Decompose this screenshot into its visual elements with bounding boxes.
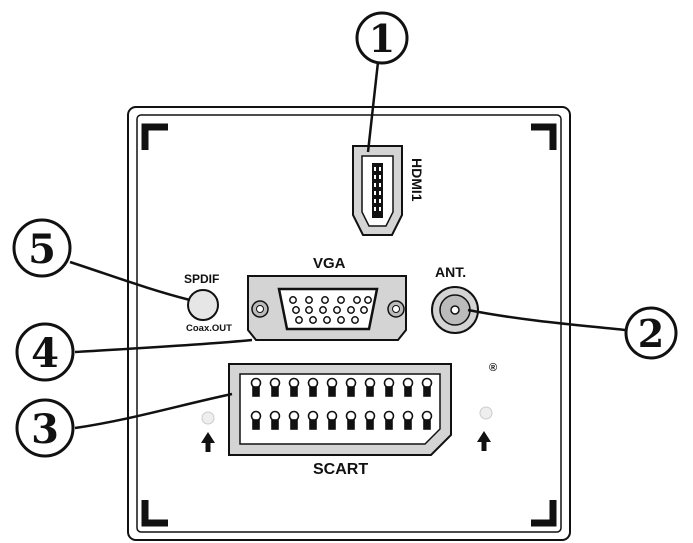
scart-pin (307, 377, 319, 397)
spdif-port (187, 289, 219, 321)
scart-pin (288, 410, 300, 430)
scart-pin (364, 377, 376, 397)
right-indicator-dot (479, 406, 493, 420)
scart-pin (288, 377, 300, 397)
ant-label: ANT. (435, 264, 466, 280)
antenna-port (431, 286, 479, 334)
scart-pin (250, 377, 262, 397)
scart-pin (345, 377, 357, 397)
scart-pin (421, 410, 433, 430)
spdif-label: SPDIF (184, 272, 219, 286)
scart-pin (383, 410, 395, 430)
scart-pin (326, 377, 338, 397)
hdmi-label: HDMI1 (409, 158, 425, 202)
scart-pin (364, 410, 376, 430)
coax-out-label: Coax.OUT (186, 323, 232, 334)
scart-pins (250, 377, 433, 430)
callout-2: 2 (624, 306, 678, 360)
callout-3: 3 (15, 398, 75, 458)
scart-pin (421, 377, 433, 397)
vga-label: VGA (313, 255, 346, 272)
callout-1-number: 1 (369, 16, 395, 61)
scart-pin (307, 410, 319, 430)
scart-pin (326, 410, 338, 430)
callout-lines (69, 61, 626, 430)
callout-3-number: 3 (31, 406, 59, 453)
scart-pin (383, 377, 395, 397)
scart-pin (402, 410, 414, 430)
up-arrow-icon (477, 431, 491, 451)
left-indicator-dot (201, 411, 215, 425)
vga-port (247, 275, 407, 341)
scart-port (228, 363, 452, 456)
callout-4: 4 (15, 322, 75, 382)
registered-mark-icon: ® (489, 362, 497, 374)
scart-pin (345, 410, 357, 430)
vga-pins (289, 296, 372, 324)
scart-label: SCART (313, 461, 368, 478)
callout-2-number: 2 (638, 311, 664, 356)
up-arrow-icon (201, 432, 215, 452)
hdmi-port (352, 145, 403, 236)
scart-pin (269, 377, 281, 397)
scart-pin (402, 377, 414, 397)
callout-1: 1 (355, 11, 409, 65)
scart-pin (250, 410, 262, 430)
scart-pin (269, 410, 281, 430)
callout-5: 5 (12, 218, 72, 278)
callout-5-number: 5 (28, 226, 56, 273)
callout-4-number: 4 (31, 330, 59, 377)
